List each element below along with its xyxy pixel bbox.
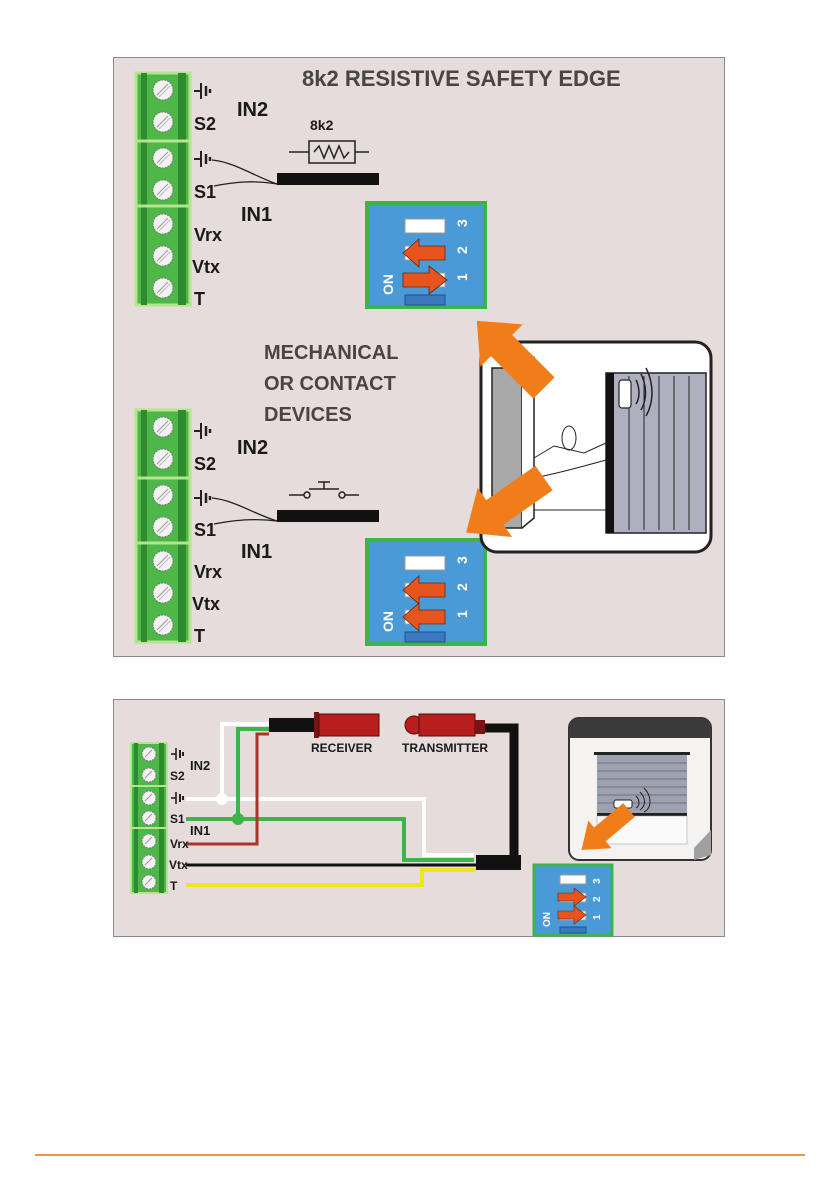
ground-symbol-icon: [192, 488, 212, 508]
terminal-label-s1: S1: [194, 520, 216, 540]
dip-switch: 1 2 3 ON: [532, 863, 614, 937]
dip-switch: 1 2 3 ON: [365, 538, 487, 646]
safety-edge-diagram-panel: 8k2 RESISTIVE SAFETY EDGE S2 S1 Vrx: [113, 57, 725, 657]
transmitter-label: TRANSMITTER: [402, 741, 488, 755]
group-label-in1: IN1: [190, 823, 210, 838]
switch-arrow-left-icon: [402, 575, 446, 605]
screw-terminal: [152, 79, 174, 101]
terminal-label-vtx: Vtx: [192, 257, 220, 277]
dip-on-label: ON: [380, 611, 396, 632]
wire-red: [186, 732, 269, 846]
terminal-label-s2: S2: [194, 114, 216, 134]
mechanical-title-line-3: DEVICES: [264, 404, 352, 426]
screw-terminal: [152, 277, 174, 299]
terminal-block: [134, 71, 192, 307]
mechanical-title-line-2: OR CONTACT: [264, 373, 396, 395]
footer-rule: [35, 1154, 805, 1156]
wire-yellow: [186, 868, 476, 887]
screw-terminal: [152, 179, 174, 201]
group-label-in1: IN1: [241, 541, 272, 563]
group-label-in1: IN1: [241, 204, 272, 226]
terminal-label-s1: S1: [194, 182, 216, 202]
ground-symbol-icon: [192, 421, 212, 441]
resistor-label: 8k2: [310, 117, 334, 133]
terminal-label-vrx: Vrx: [194, 225, 222, 245]
switch-arrow-left-icon: [402, 238, 446, 268]
dip-number-1: 1: [454, 610, 470, 618]
group-label-in2: IN2: [237, 437, 268, 459]
ground-symbol-icon: [192, 81, 212, 101]
ground-symbol-icon: [170, 791, 184, 805]
terminal-label-vrx: Vrx: [170, 837, 189, 851]
terminal-label-t: T: [170, 879, 178, 893]
screw-terminal: [152, 147, 174, 169]
screw-terminal: [152, 111, 174, 133]
dip-number-2: 2: [454, 583, 470, 591]
receiver-sensor: [269, 712, 380, 738]
dip-switch: 1 2 3 ON: [365, 201, 487, 309]
transmitter-cable: [476, 723, 521, 870]
terminal-label-vtx: Vtx: [192, 594, 220, 614]
terminal-label-s2: S2: [194, 454, 216, 474]
receiver-label: RECEIVER: [311, 741, 373, 755]
mechanical-title-line-1: MECHANICAL: [264, 342, 398, 364]
dip-number-2: 2: [592, 896, 603, 902]
terminal-label-t: T: [194, 289, 205, 309]
switch-arrow-right-icon: [402, 265, 448, 295]
switch-arrow-right-icon: [557, 887, 587, 907]
dip-on-label: ON: [380, 274, 396, 295]
terminal-label-t: T: [194, 626, 205, 646]
wire-white: [186, 722, 474, 857]
terminal-block: [130, 742, 168, 894]
resistor-symbol-icon: [289, 140, 369, 164]
dip-number-3: 3: [454, 219, 470, 227]
group-label-in2: IN2: [190, 758, 210, 773]
diagram-title: 8k2 RESISTIVE SAFETY EDGE: [302, 66, 621, 91]
ground-symbol-icon: [170, 747, 184, 761]
terminal-block: [134, 408, 192, 644]
terminal-label-s1: S1: [170, 812, 185, 826]
switch-arrow-right-icon: [557, 905, 587, 925]
dip-number-2: 2: [454, 246, 470, 254]
safety-edge-strip: [211, 159, 379, 187]
safety-edge-diagram: 8k2 RESISTIVE SAFETY EDGE S2 S1 Vrx: [134, 66, 713, 646]
push-button-symbol-icon: [289, 481, 359, 499]
terminal-label-vrx: Vrx: [194, 562, 222, 582]
screw-terminal: [152, 213, 174, 235]
orange-arrow-down-icon: [581, 803, 635, 850]
contact-edge-strip: [211, 497, 379, 525]
wire-green: [186, 727, 474, 862]
photocell-wiring-diagram: RECEIVER TRANSMITTER S2 S1 Vrx Vt: [130, 712, 712, 937]
wireless-sensor-icon: [618, 367, 653, 417]
terminal-label-vtx: Vtx: [169, 858, 188, 872]
group-label-in2: IN2: [237, 99, 268, 121]
dip-lever-3: [404, 218, 446, 234]
dip-number-1: 1: [592, 914, 603, 920]
ground-symbol-icon: [192, 149, 212, 169]
switch-arrow-left-icon: [402, 602, 446, 632]
dip-on-label: ON: [542, 912, 553, 927]
terminal-label-s2: S2: [170, 769, 185, 783]
screw-terminal: [152, 245, 174, 267]
photocell-wiring-panel: RECEIVER TRANSMITTER S2 S1 Vrx Vt: [113, 699, 725, 937]
dip-number-3: 3: [592, 878, 603, 884]
dip-number-3: 3: [454, 556, 470, 564]
transmitter-sensor: [404, 713, 485, 737]
dip-number-1: 1: [454, 273, 470, 281]
